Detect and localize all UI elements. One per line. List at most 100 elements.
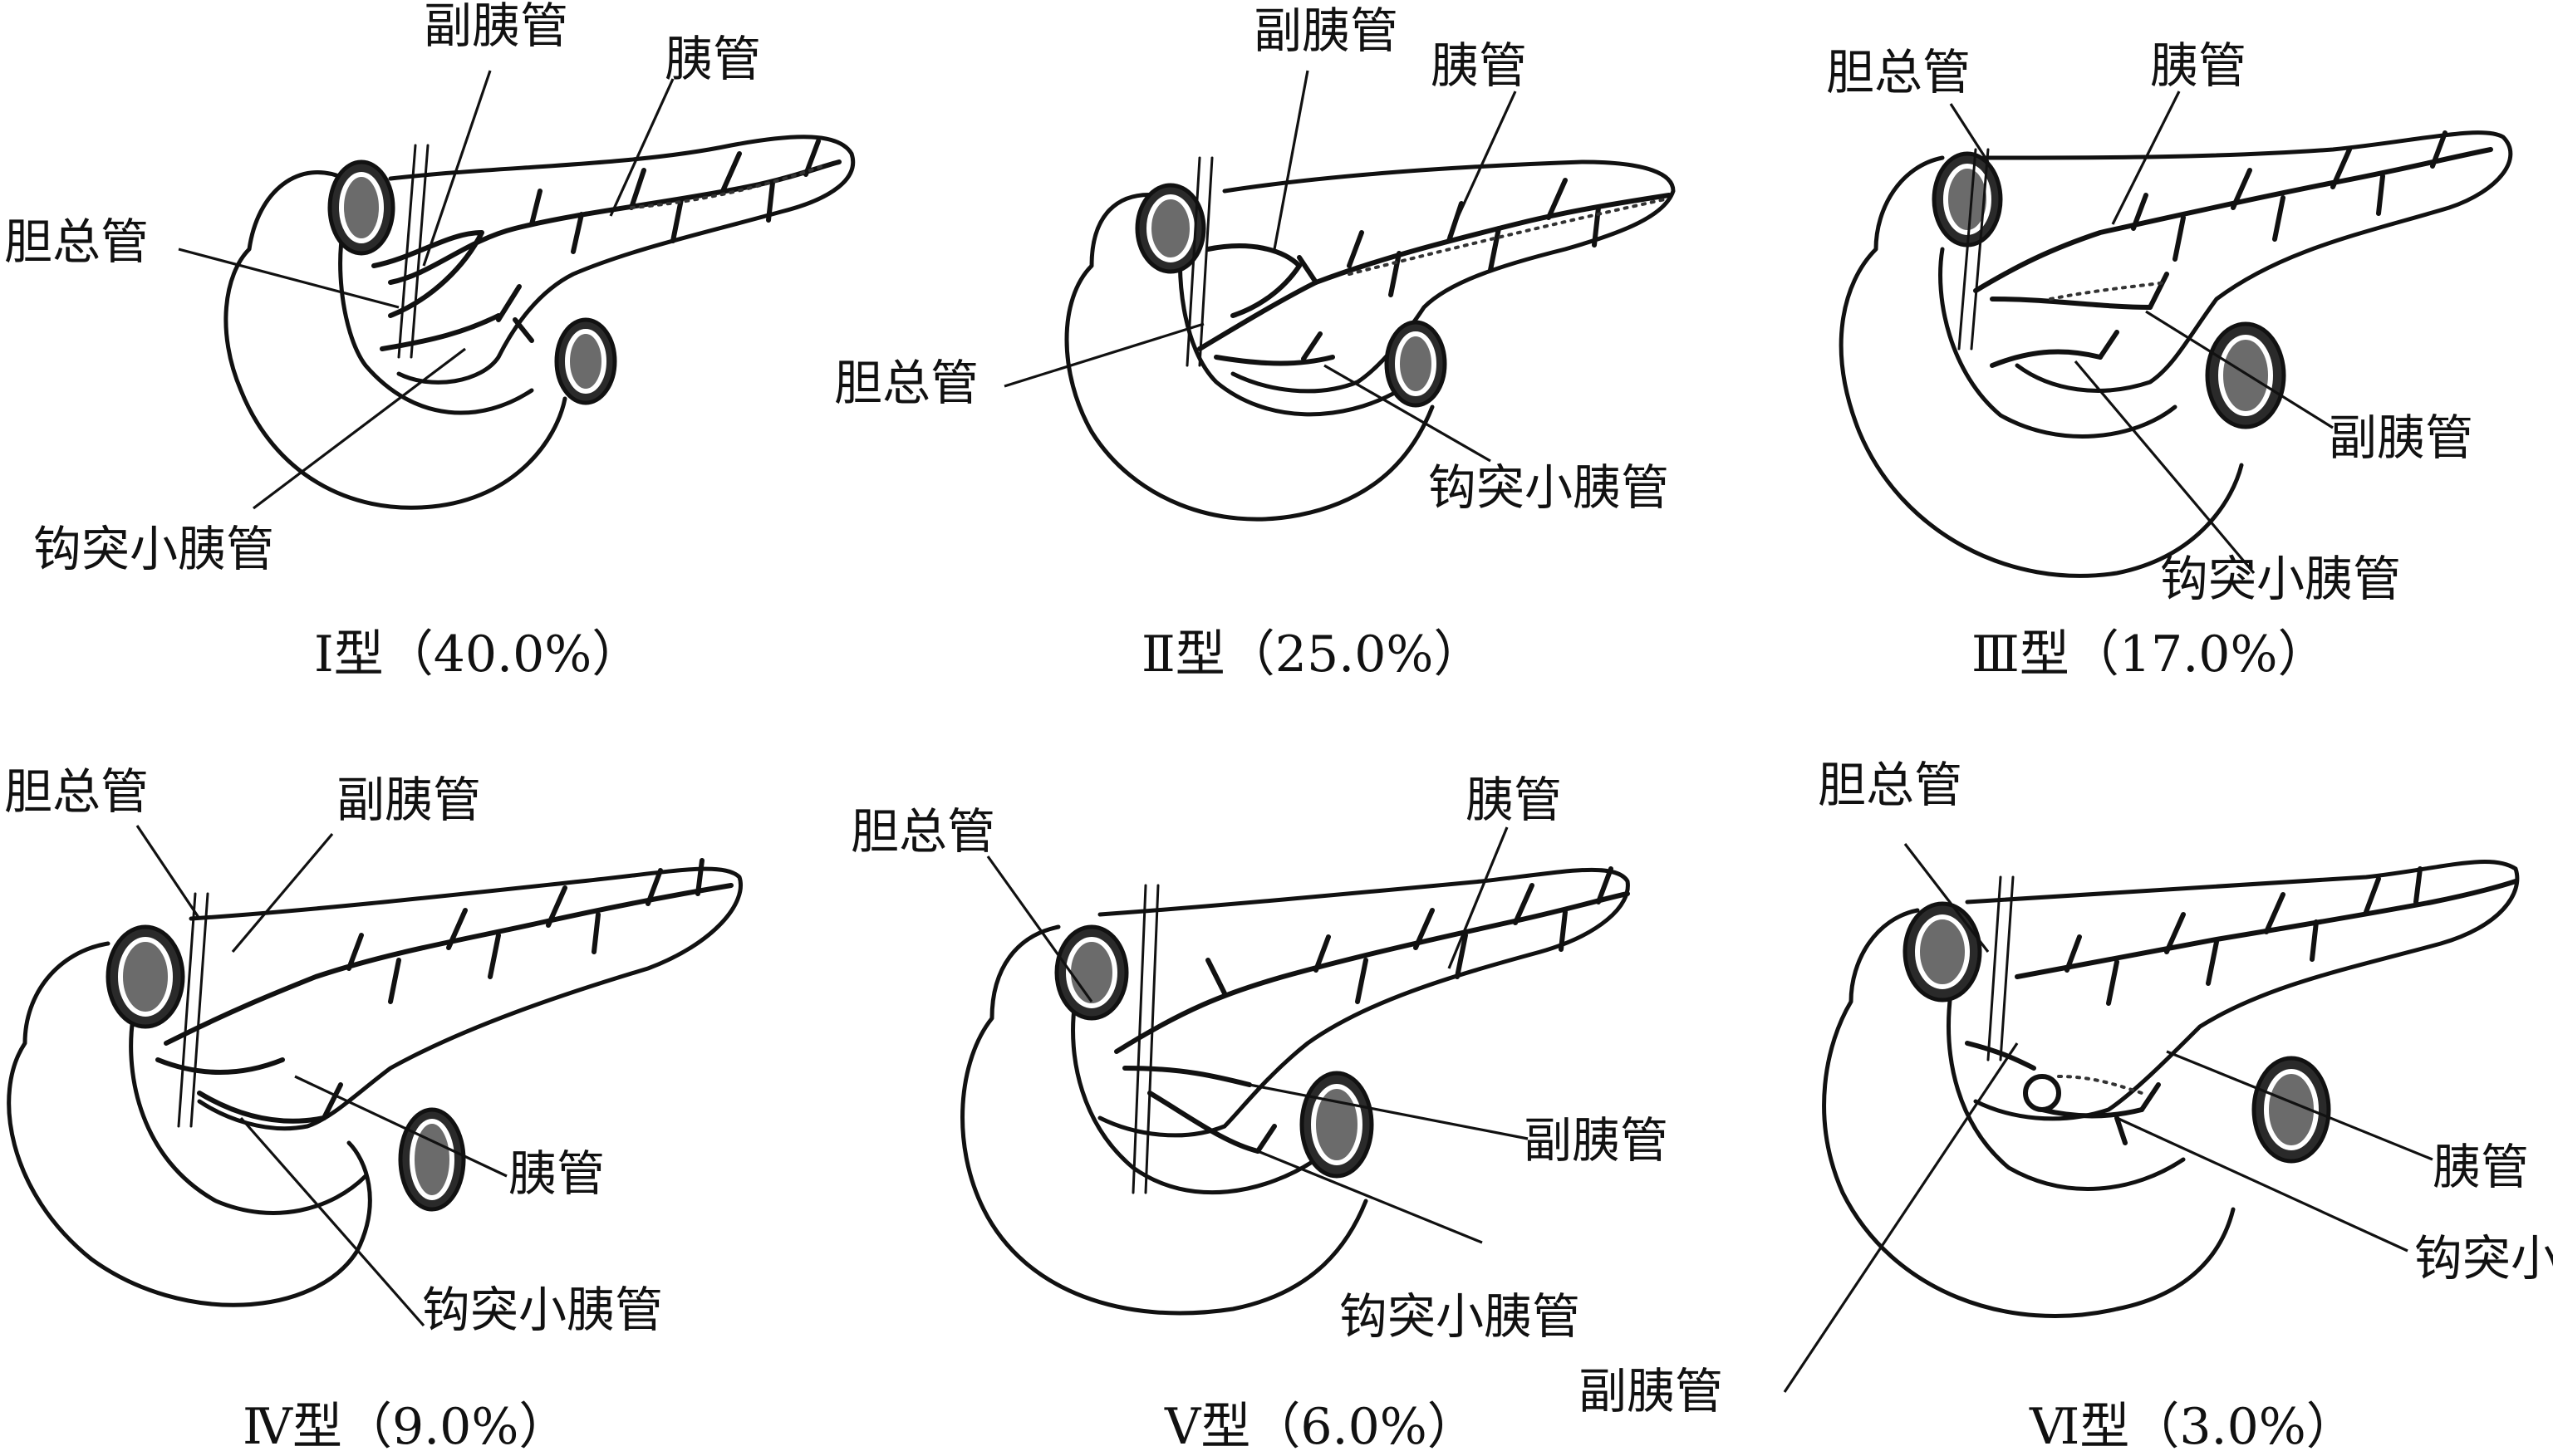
bile-duct-line [397,144,417,359]
label-pancreatic-duct: 胰管 [665,31,762,87]
label-common-bile-duct: 胆总管 [1826,44,1971,100]
bile-duct-line [1986,875,2002,1061]
main-pancreatic-duct [388,159,842,285]
label-accessory-duct: 副胰管 [1254,2,1399,59]
duodenum-outline [223,170,567,510]
panel-type-4: 胆总管 副胰管 胰管 钩突小胰管 Ⅳ型（9.0%） [0,728,851,1455]
panel-type-5: 胆总管 胰管 副胰管 钩突小胰管 Ⅴ型（6.0%） [851,728,1701,1455]
portal-vessel-lumen [118,937,173,1017]
bile-duct-line-2 [1144,884,1160,1194]
duct-dotted [1348,198,1667,276]
duct-branches [2098,130,2447,360]
caption-type-6: Ⅵ型（3.0%） [2030,1398,2356,1456]
accessory-pancreatic-duct [1122,1066,1252,1087]
label-accessory-duct: 副胰管 [2329,409,2474,466]
leader-uncinate-duct [1257,1150,1483,1244]
leader-common-bile-duct [986,855,1093,1003]
uncinate-duct [1147,1091,1260,1154]
main-pancreatic-duct [2015,879,2518,979]
leader-pancreatic-duct [1447,826,1509,969]
portal-vessel-lumen [339,172,384,243]
mesenteric-vessel-lumen [1311,1084,1362,1165]
label-common-bile-duct: 胆总管 [4,213,150,270]
leader-uncinate-duct [253,347,466,510]
duodenum-outline [1839,155,2244,578]
duodenum-outline [1064,192,1435,522]
label-uncinate-duct: 钩突小胰管 [2414,1230,2553,1287]
mesenteric-vessel-lumen [410,1119,454,1200]
pancreas-outline [388,135,856,385]
leader-pancreatic-duct [294,1075,508,1178]
duct-branches [322,858,705,1120]
label-uncinate-duct: 钩突小胰管 [1339,1288,1581,1345]
duct-branches [496,139,821,343]
label-accessory-duct: 副胰管 [336,772,482,828]
duodenum-inner-outline [338,205,534,415]
panel-type-2: 副胰管 胰管 胆总管 钩突小胰管 Ⅱ型（25.0%） [834,0,1701,728]
pancreas-outline [1965,859,2520,1121]
accessory-pancreatic-duct [371,230,484,318]
leader-uncinate-duct [239,1116,425,1327]
leader-common-bile-duct [1903,843,1990,953]
accessory-pancreatic-duct [155,1057,285,1075]
portal-vessel-lumen [1066,937,1117,1008]
pancreas-illustration-type-4 [7,825,743,1327]
leader-common-bile-duct [135,825,201,919]
pancreas-illustration-type-3 [1839,91,2513,578]
leader-accessory-duct-v [1783,1042,2019,1393]
mesenteric-vessel-lumen [1395,331,1436,396]
duct-loop [2023,1074,2061,1112]
leader-pancreatic-duct [609,78,675,217]
pancreas-illustration-type-1 [178,70,856,510]
bile-duct-line-2 [189,892,209,1128]
leader-accessory-duct [422,70,492,267]
leader-pancreatic-duct [2166,1050,2433,1161]
panel-type-6: 胆总管 副胰管 胰管 钩突小胰管 Ⅵ型（3.0%） [1578,728,2553,1456]
main-pancreatic-duct [1114,891,1630,1054]
leader-uncinate-duct [1323,364,1491,463]
mesenteric-vessel-lumen [2264,1069,2319,1150]
mesenteric-vessel-lumen [2218,335,2273,416]
label-accessory-duct: 副胰管 [1578,1363,1724,1419]
leader-accessory-duct [2145,310,2334,429]
pancreas-outline [189,866,743,1131]
pancreas-outline [1981,130,2513,393]
accessory-pancreatic-duct [1205,243,1302,318]
uncinate-duct [1214,355,1335,366]
label-pancreatic-duct: 胰管 [1431,37,1528,94]
portal-vessel-lumen [1146,194,1195,262]
caption-type-4: Ⅳ型（9.0%） [243,1398,569,1456]
portal-vessel-lumen [1915,914,1970,989]
bile-duct-line [1186,156,1201,367]
caption-type-2: Ⅱ型（25.0%） [1141,625,1484,684]
label-common-bile-duct: 胆总管 [851,803,996,860]
leader-uncinate-duct [2116,1116,2408,1253]
bile-duct-line-2 [1999,875,2015,1061]
duodenum-inner-outline [1947,991,2186,1191]
leader-accessory-duct [1249,1083,1529,1140]
label-common-bile-duct: 胆总管 [834,355,979,411]
leader-common-bile-duct [1949,103,1990,163]
main-pancreatic-duct [1197,193,1672,351]
duct-dotted [2057,1075,2143,1095]
leader-pancreatic-duct [2111,91,2181,225]
accessory-pancreatic-duct [1965,1041,2036,1071]
duct-branches [1205,866,1613,1154]
duodenum-inner-outline [1938,247,2177,439]
portal-vessel-lumen [1943,164,1991,235]
caption-type-5: Ⅴ型（6.0%） [1165,1398,1477,1456]
main-pancreatic-duct [164,883,734,1046]
panel-type-3: 胆总管 胰管 副胰管 钩突小胰管 Ⅲ型（17.0%） [1701,0,2553,728]
label-uncinate-duct: 钩突小胰管 [2160,551,2402,607]
label-uncinate-duct: 钩突小胰管 [422,1282,664,1338]
label-pancreatic-duct: 胰管 [508,1145,606,1202]
bile-duct-line [177,892,197,1128]
leader-pancreatic-duct [1447,91,1517,238]
caption-type-3: Ⅲ型（17.0%） [1971,625,2328,684]
pancreas-illustration-type-2 [1004,70,1676,522]
duodenum-inner-outline [129,1016,368,1215]
duct-branches [2064,866,2423,1145]
duct-dotted [2049,281,2168,301]
leader-common-bile-duct [178,248,400,309]
label-accessory-duct: 副胰管 [1524,1112,1669,1169]
